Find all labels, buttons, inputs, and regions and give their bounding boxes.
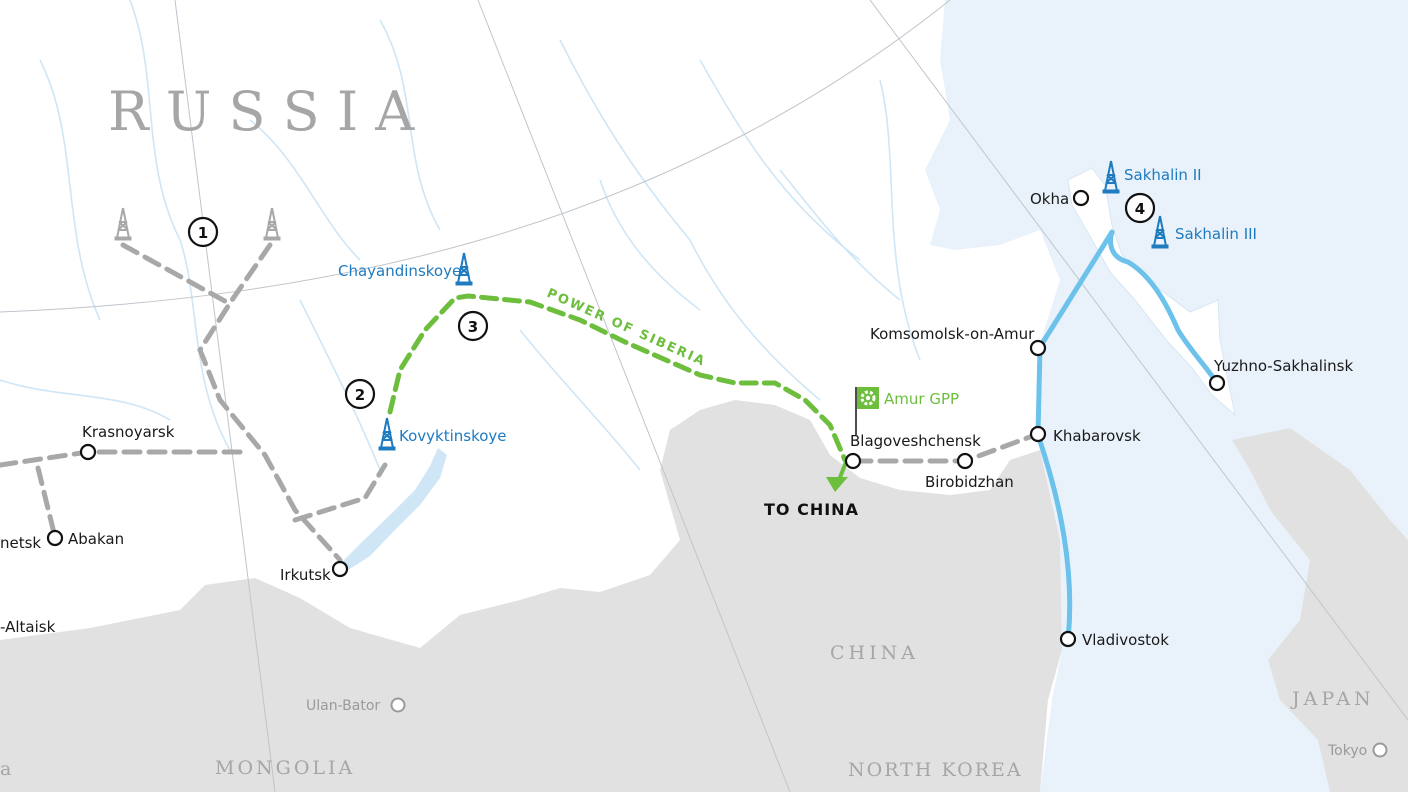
city-marker-icon: [1059, 630, 1077, 648]
city-markers: [46, 189, 1226, 648]
foreign-city-markers: [390, 697, 1388, 758]
svg-text:1: 1: [198, 224, 208, 242]
city-label-vladivostok: Vladivostok: [1082, 631, 1169, 649]
marker-4: 4: [1124, 192, 1156, 224]
city-label-blagoveshchensk: Blagoveshchensk: [850, 432, 981, 450]
city-marker-icon: [46, 529, 64, 547]
pipeline-label-power-of-siberia: POWER OF SIBERIA: [544, 286, 708, 370]
svg-text:2: 2: [355, 386, 365, 404]
export-arrow-icon: [826, 477, 848, 492]
export-arrow-shaft: [837, 461, 848, 481]
country-label-mongolia: MONGOLIA: [215, 757, 355, 779]
city-label-krasnoyarsk: Krasnoyarsk: [82, 423, 175, 441]
country-label-partial: a: [0, 758, 11, 780]
export-label-to-china: TO CHINA: [764, 500, 859, 519]
country-label-japan: JAPAN: [1290, 688, 1375, 710]
field-label-chayandinskoye: Chayandinskoye: [338, 262, 461, 280]
city-label-khabarovsk: Khabarovsk: [1053, 427, 1141, 445]
city-label-okha: Okha: [1030, 190, 1069, 208]
city-marker-icon: [1372, 742, 1388, 758]
country-label-china: CHINA: [830, 642, 919, 664]
oil-derrick-icon: [263, 207, 281, 241]
city-marker-icon: [844, 452, 862, 470]
city-label-gorno-altaisk: -Altaisk: [0, 618, 56, 636]
marker-2: 2: [344, 378, 376, 410]
city-marker-icon: [390, 697, 406, 713]
city-marker-icon: [1072, 189, 1090, 207]
facility-label-amur-gpp: Amur GPP: [884, 390, 959, 408]
country-label-russia: R U S S I A: [108, 80, 415, 143]
city-marker-icon: [331, 560, 349, 578]
city-marker-icon: [1208, 374, 1226, 392]
city-label-ulan-bator: Ulan-Bator: [306, 698, 380, 714]
city-label-yuzhno-sakhalinsk: Yuzhno-Sakhalinsk: [1213, 357, 1353, 375]
gear-flag-icon: [855, 387, 879, 435]
field-label-sakhalin-2: Sakhalin II: [1124, 166, 1202, 184]
rivers: [0, 0, 921, 471]
city-label-irkutsk: Irkutsk: [280, 566, 331, 584]
oil-derrick-icon: [378, 417, 396, 451]
china-mongolia-land: [0, 400, 1062, 792]
city-marker-icon: [1029, 425, 1047, 443]
city-label-birobidzhan: Birobidzhan: [925, 473, 1014, 491]
marker-1: 1: [187, 216, 219, 248]
power-of-siberia-pipeline: [387, 293, 848, 463]
svg-text:4: 4: [1135, 200, 1145, 218]
svg-text:3: 3: [468, 318, 478, 336]
city-label-komsomolsk: Komsomolsk-on-Amur: [870, 325, 1035, 343]
lake-baikal: [342, 448, 447, 570]
city-label-tokyo: Tokyo: [1327, 743, 1367, 759]
japan-land: [1232, 428, 1408, 792]
field-label-kovyktinskoye: Kovyktinskoye: [399, 427, 507, 445]
city-marker-icon: [956, 452, 974, 470]
city-label-abakan: Abakan: [68, 530, 124, 548]
field-label-sakhalin-3: Sakhalin III: [1175, 225, 1257, 243]
oil-derrick-icon: [114, 207, 132, 241]
country-label-north-korea: NORTH KOREA: [848, 759, 1023, 781]
city-marker-icon: [79, 443, 97, 461]
marker-3: 3: [457, 310, 489, 342]
city-label-novokuznetsk: netsk: [0, 534, 41, 552]
city-marker-icon: [1029, 339, 1047, 357]
